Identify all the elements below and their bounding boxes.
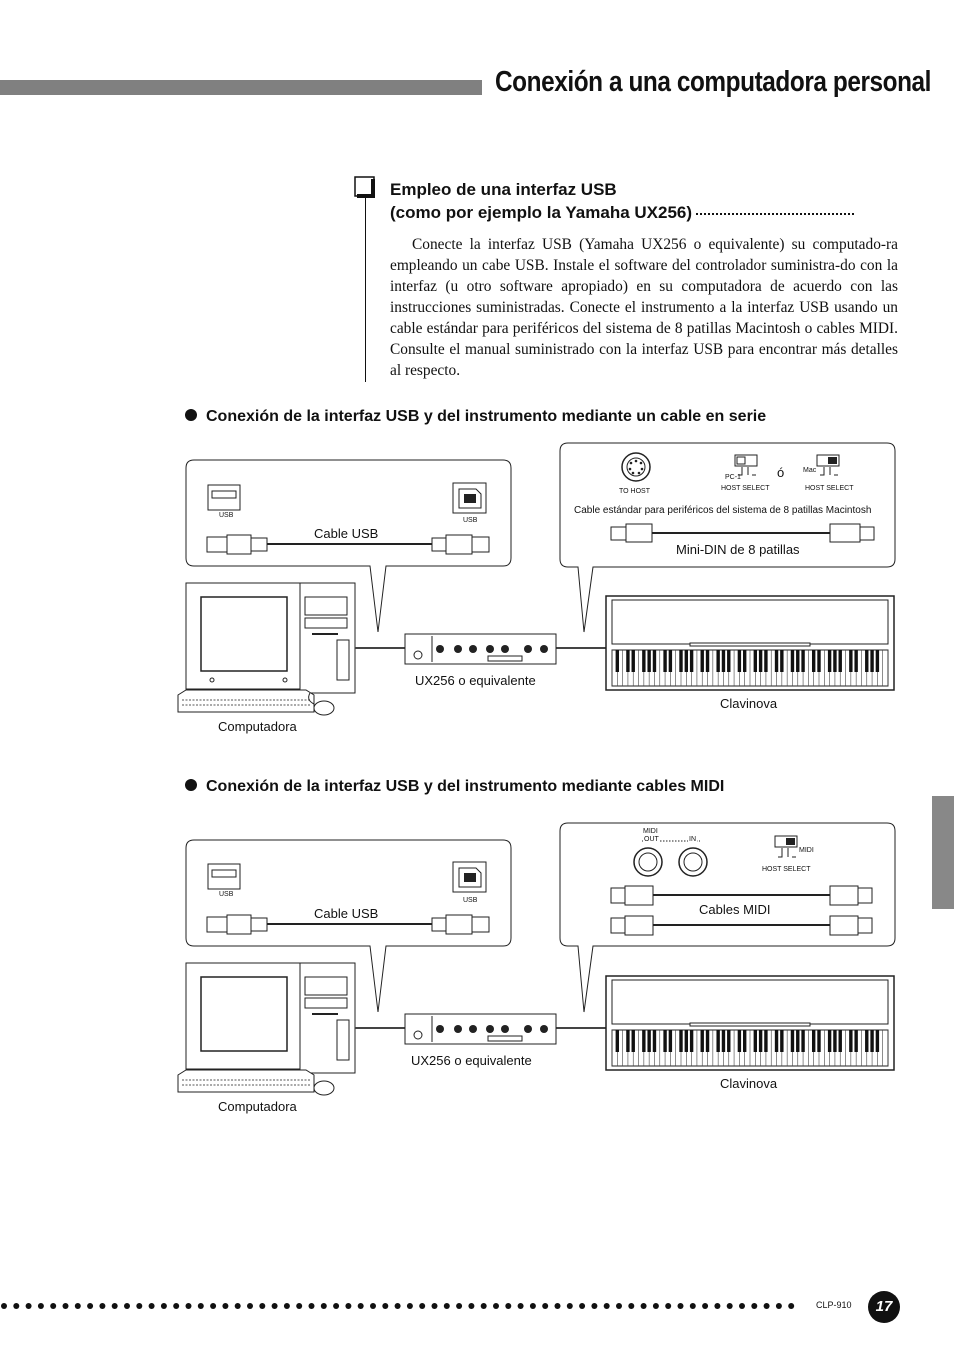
model-label: CLP-910 bbox=[816, 1300, 852, 1310]
host-select-label: HOST SELECT bbox=[721, 485, 770, 492]
section-rule bbox=[365, 198, 366, 382]
computer-label: Computadora bbox=[218, 719, 297, 734]
title-bar bbox=[0, 80, 482, 95]
mac-cable-label: Cable estándar para periféricos del sist… bbox=[574, 505, 872, 516]
computer-label: Computadora bbox=[218, 1099, 297, 1114]
page-number: 17 bbox=[868, 1291, 900, 1323]
diagram1-heading: Conexión de la interfaz USB y del instru… bbox=[185, 408, 766, 426]
clavinova-label: Clavinova bbox=[720, 696, 778, 711]
mac-label: Mac bbox=[803, 467, 817, 474]
piano-keys bbox=[611, 1030, 889, 1066]
cables-midi-label: Cables MIDI bbox=[697, 902, 773, 917]
piano-keys bbox=[611, 650, 889, 686]
to-host-label: TO HOST bbox=[619, 488, 650, 495]
out-label: OUT bbox=[643, 836, 660, 843]
diagram2-heading: Conexión de la interfaz USB y del instru… bbox=[185, 778, 724, 796]
midi-label: MIDI bbox=[643, 828, 658, 835]
diagram1-heading-text: Conexión de la interfaz USB y del instru… bbox=[206, 408, 767, 425]
section-heading: Empleo de una interfaz USB (como por eje… bbox=[390, 178, 855, 224]
usb-port-label: USB bbox=[219, 512, 234, 519]
cable-usb-label: Cable USB bbox=[314, 906, 379, 921]
section-body: Conecte la interfaz USB (Yamaha UX256 o … bbox=[390, 236, 898, 379]
usb-port-label: USB bbox=[463, 897, 478, 904]
diagram2-heading-text: Conexión de la interfaz USB y del instru… bbox=[206, 778, 725, 795]
page-title: Conexión a una computadora personal bbox=[495, 66, 932, 98]
in-label: IN bbox=[688, 836, 697, 843]
host-select-label: HOST SELECT bbox=[805, 485, 854, 492]
leader-dots bbox=[696, 213, 855, 215]
midi-switch-label: MIDI bbox=[799, 847, 814, 854]
ux256-label: UX256 o equivalente bbox=[415, 673, 536, 688]
host-select-label: HOST SELECT bbox=[762, 866, 811, 873]
ux256-label: UX256 o equivalente bbox=[411, 1053, 532, 1068]
pc1-label: PC-1 bbox=[725, 474, 741, 481]
bullet-icon bbox=[185, 779, 197, 791]
section-heading-line1: Empleo de una interfaz USB bbox=[390, 180, 617, 199]
checkbox-icon bbox=[354, 176, 375, 198]
footer-dots bbox=[1, 1303, 795, 1309]
cable-usb-label: Cable USB bbox=[314, 526, 379, 541]
or-label: ó bbox=[777, 465, 785, 480]
usb-port-label: USB bbox=[219, 891, 234, 898]
clavinova-label: Clavinova bbox=[720, 1076, 778, 1091]
bullet-icon bbox=[185, 409, 197, 421]
section-heading-line2: (como por ejemplo la Yamaha UX256) bbox=[390, 203, 693, 222]
side-tab bbox=[932, 796, 954, 909]
mini-din-label: Mini-DIN de 8 patillas bbox=[676, 542, 800, 557]
usb-port-label: USB bbox=[463, 517, 478, 524]
